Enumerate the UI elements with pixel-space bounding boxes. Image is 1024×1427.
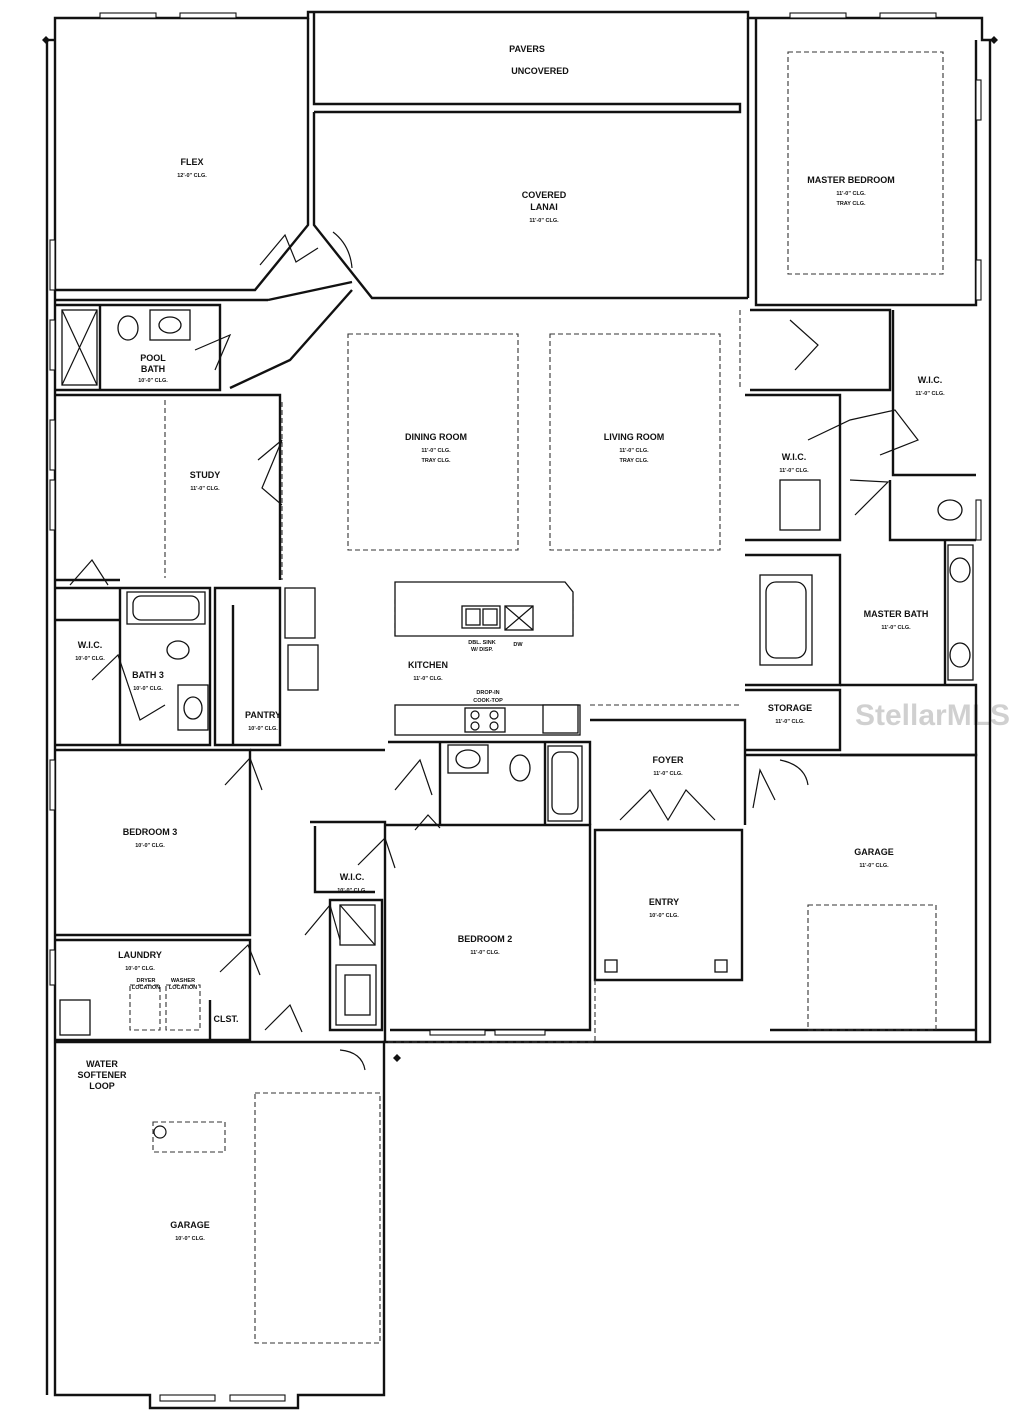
cooktop-note-2: COOK-TOP (473, 698, 503, 704)
wic-bath3-label: W.I.C. (78, 640, 103, 650)
wic-top-label: W.I.C. (918, 375, 943, 385)
washer-note-2: LOCATION (169, 985, 197, 991)
living-room-sub2: TRAY CLG. (619, 458, 649, 464)
water-softener-label-1: WATER (86, 1059, 118, 1069)
dining-room-label: DINING ROOM (405, 432, 467, 442)
flex-sub: 12'-0" CLG. (177, 173, 207, 179)
dryer-note-2: LOCATION (132, 985, 160, 991)
sink-note-1: DBL. SINK (468, 640, 496, 646)
storage-label: STORAGE (768, 703, 812, 713)
bath3-label: BATH 3 (132, 670, 164, 680)
wic-top-sub: 11'-0" CLG. (915, 391, 945, 397)
watermark-text: StellarMLS (855, 699, 1010, 732)
master-bedroom-label: MASTER BEDROOM (807, 175, 895, 185)
living-room-label: LIVING ROOM (604, 432, 665, 442)
garage-right-label: GARAGE (854, 847, 894, 857)
dashed-ceiling-lines (152, 51, 944, 1344)
lanai-sub: 11'-0" CLG. (529, 218, 559, 224)
entry-sub: 10'-0" CLG. (649, 913, 679, 919)
foyer-sub: 11'-0" CLG. (653, 771, 683, 777)
windows (49, 12, 982, 1402)
dryer-note-1: DRYER (136, 978, 155, 984)
cooktop-note-1: DROP-IN (476, 690, 499, 696)
bedroom3-label: BEDROOM 3 (123, 827, 178, 837)
laundry-label: LAUNDRY (118, 950, 162, 960)
closet-label: CLST. (213, 1014, 238, 1024)
pool-bath-label-1: POOL (140, 353, 166, 363)
pavers-label: PAVERS (509, 44, 545, 54)
laundry-sub: 10'-0" CLG. (125, 966, 155, 972)
fixtures (59, 309, 974, 1139)
storage-sub: 11'-0" CLG. (775, 719, 805, 725)
foyer-label: FOYER (652, 755, 684, 765)
study-label: STUDY (190, 470, 221, 480)
washer-note-1: WASHER (171, 978, 195, 984)
garage-left-sub: 10'-0" CLG. (175, 1236, 205, 1242)
lanai-label-2: LANAI (530, 202, 558, 212)
master-bath-sub: 11'-0" CLG. (881, 625, 911, 631)
flex-label: FLEX (180, 157, 203, 167)
bath3-sub: 10'-0" CLG. (133, 686, 163, 692)
pavers-sub: UNCOVERED (511, 66, 569, 76)
wic-bath3-sub: 10'-0" CLG. (75, 656, 105, 662)
garage-right-sub: 11'-0" CLG. (859, 863, 889, 869)
pool-bath-sub: 10'-0" CLG. (138, 378, 168, 384)
kitchen-label: KITCHEN (408, 660, 448, 670)
bedroom2-sub: 11'-0" CLG. (470, 950, 500, 956)
dining-room-sub: 11'-0" CLG. (421, 448, 451, 454)
watermark: StellarMLS (855, 699, 1010, 732)
room-labels: PAVERS UNCOVERED FLEX 12'-0" CLG. COVERE… (75, 44, 945, 1242)
study-sub: 11'-0" CLG. (190, 486, 220, 492)
master-bedroom-sub2: TRAY CLG. (836, 201, 866, 207)
wic-bed2-sub: 10'-0" CLG. (337, 888, 367, 894)
living-room-sub: 11'-0" CLG. (619, 448, 649, 454)
wic-mid-label: W.I.C. (782, 452, 807, 462)
water-softener-label-3: LOOP (89, 1081, 115, 1091)
interior-walls (55, 12, 978, 1044)
fixture-notes: DROP-IN COOK-TOP DBL. SINK W/ DISP. DW D… (132, 640, 524, 991)
entry-label: ENTRY (649, 897, 679, 907)
bedroom2-label: BEDROOM 2 (458, 934, 513, 944)
wic-mid-sub: 11'-0" CLG. (779, 468, 809, 474)
master-bath-label: MASTER BATH (864, 609, 929, 619)
wic-bed2-label: W.I.C. (340, 872, 365, 882)
pool-bath-label-2: BATH (141, 364, 165, 374)
bedroom3-sub: 10'-0" CLG. (135, 843, 165, 849)
sink-note-2: W/ DISP. (471, 647, 493, 653)
master-bedroom-sub: 11'-0" CLG. (836, 191, 866, 197)
dining-room-sub2: TRAY CLG. (421, 458, 451, 464)
kitchen-sub: 11'-0" CLG. (413, 676, 443, 682)
water-softener-label-2: SOFTENER (77, 1070, 127, 1080)
lanai-label-1: COVERED (522, 190, 567, 200)
dw-note: DW (513, 642, 523, 648)
garage-left-label: GARAGE (170, 1220, 210, 1230)
pantry-sub: 10'-0" CLG. (248, 726, 278, 732)
corner-markers (42, 36, 998, 1062)
pantry-label: PANTRY (245, 710, 281, 720)
door-swings (69, 231, 919, 1071)
